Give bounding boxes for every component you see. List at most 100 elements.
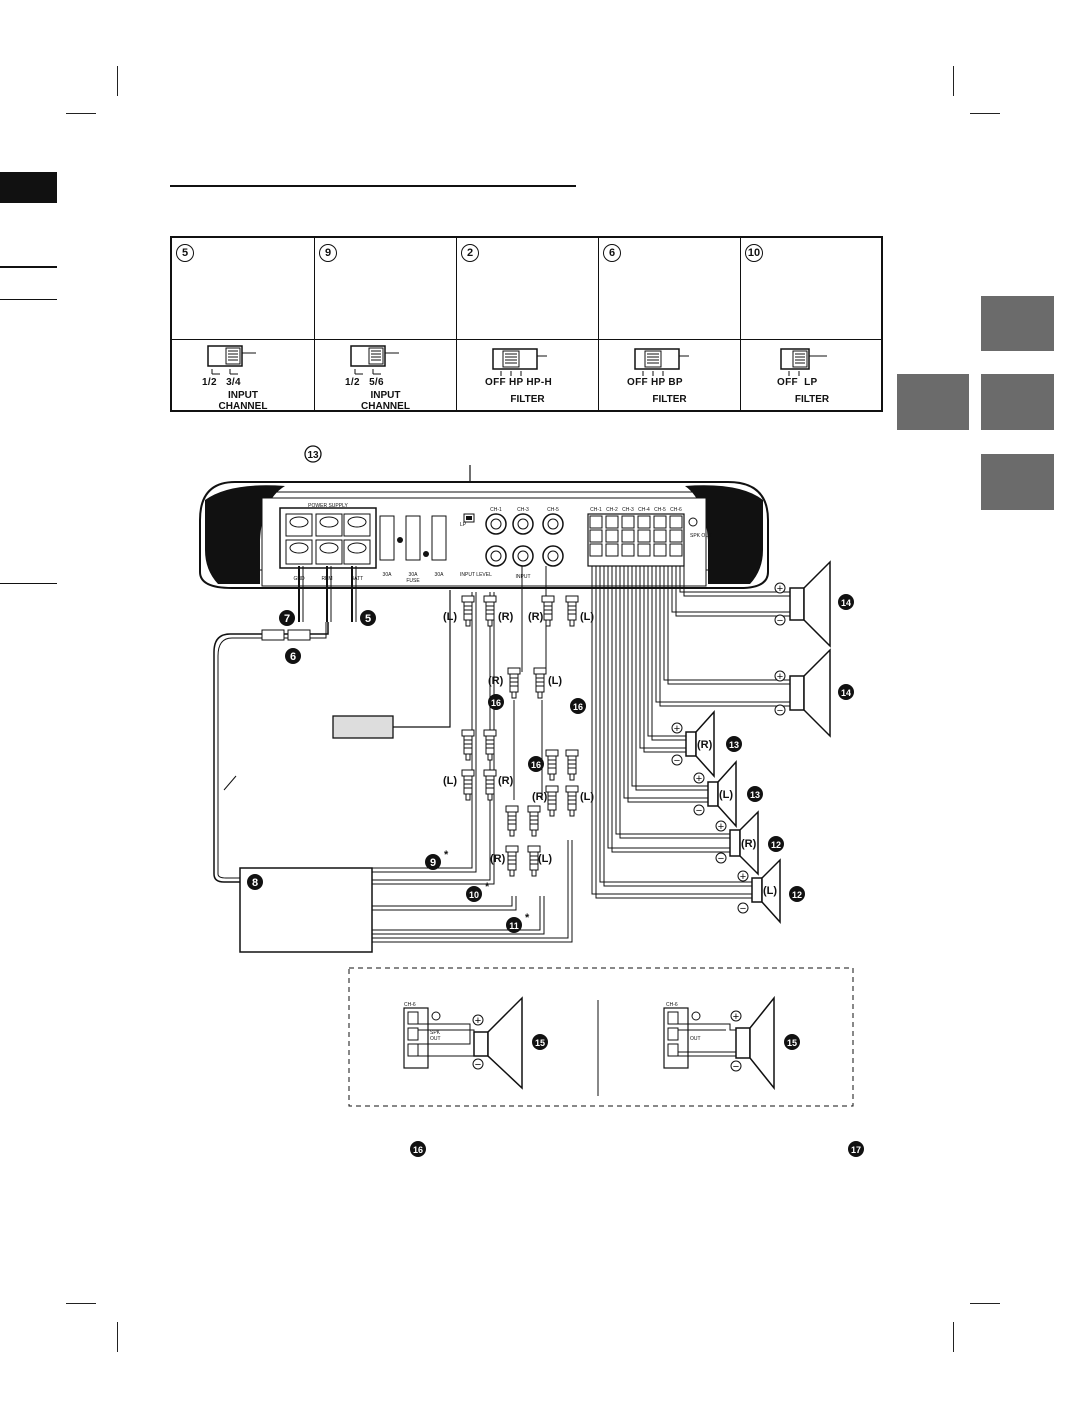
- speaker-terminal: [605, 529, 619, 543]
- svg-text:11: 11: [509, 921, 519, 931]
- svg-text:CH-4: CH-4: [638, 507, 650, 513]
- svg-text:(R): (R): [532, 791, 548, 803]
- crop-mark: [953, 1322, 954, 1352]
- switch-label: INPUT: [228, 390, 258, 401]
- speaker-terminal: [621, 543, 635, 557]
- svg-text:14: 14: [841, 598, 851, 608]
- svg-text:−: −: [733, 1061, 739, 1073]
- svg-text:CH-1: CH-1: [590, 507, 602, 513]
- speaker-terminal: [637, 543, 651, 557]
- svg-text:(R): (R): [490, 853, 506, 865]
- svg-text:15: 15: [535, 1038, 545, 1048]
- speaker-terminal: [621, 529, 635, 543]
- svg-text:(L): (L): [580, 611, 594, 623]
- svg-text:(R): (R): [488, 675, 504, 687]
- rca-labels: (L) (R) (R) (L) (R) (L) (L) (R) (R) (L) …: [443, 611, 594, 865]
- svg-text:(R): (R): [741, 838, 757, 850]
- switch-options: 1/2 5/6: [345, 377, 384, 388]
- svg-text:(L): (L): [719, 789, 733, 801]
- speaker-terminal: [669, 515, 683, 529]
- speaker-mid-l: (L): [707, 760, 737, 828]
- polarity-marks: + − + − + − + − + − + −: [671, 582, 786, 915]
- svg-text:CH-5: CH-5: [654, 507, 666, 513]
- crop-mark: [970, 1303, 1000, 1304]
- svg-text:(L): (L): [763, 885, 777, 897]
- svg-text:(R): (R): [697, 739, 713, 751]
- heading-underline: [170, 185, 576, 187]
- svg-text:CH-3: CH-3: [622, 507, 634, 513]
- svg-text:13: 13: [307, 450, 319, 461]
- switch-label: INPUT: [370, 390, 401, 401]
- svg-text:CH-6: CH-6: [404, 1002, 416, 1008]
- svg-text:CH-3: CH-3: [517, 507, 529, 513]
- section-tab: [981, 454, 1054, 510]
- section-tab: [981, 296, 1054, 351]
- speaker-woofer-1: [789, 560, 831, 648]
- crop-mark: [970, 113, 1000, 114]
- svg-text:15: 15: [787, 1038, 797, 1048]
- callouts: 7 5 6 8 9 * 10 * 11 * 16 16 16 14 14 13 …: [247, 594, 854, 933]
- crop-mark: [953, 66, 954, 96]
- svg-text:(R): (R): [528, 611, 544, 623]
- svg-text:5: 5: [365, 613, 371, 625]
- svg-text:16: 16: [413, 1145, 423, 1155]
- svg-text:OUT: OUT: [430, 1036, 441, 1042]
- speaker-terminal: [669, 529, 683, 543]
- section-tab: [981, 374, 1054, 430]
- switch-label: CHANNEL: [218, 401, 268, 412]
- svg-text:+: +: [718, 821, 724, 833]
- svg-text:13: 13: [729, 740, 739, 750]
- slide-switch-icon: [492, 348, 547, 376]
- svg-text:30A: 30A: [383, 572, 393, 578]
- rca-plugs: [461, 595, 579, 877]
- svg-text:+: +: [777, 583, 783, 595]
- svg-text:17: 17: [851, 1145, 861, 1155]
- svg-text:FUSE: FUSE: [406, 578, 420, 584]
- svg-text:16: 16: [531, 760, 541, 770]
- slide-switch-icon: [207, 345, 256, 375]
- svg-text:13: 13: [750, 790, 760, 800]
- left-rule: [0, 299, 57, 300]
- switch-label: FILTER: [510, 394, 545, 405]
- switch-options: OFF HP HP-H: [485, 377, 553, 388]
- svg-text:8: 8: [252, 877, 258, 889]
- speaker-tweeter-l: (L): [751, 858, 781, 924]
- svg-text:−: −: [777, 615, 783, 627]
- speaker-terminal: [621, 515, 635, 529]
- language-tab-black: [0, 172, 57, 203]
- svg-text:OUT: OUT: [690, 1036, 701, 1042]
- svg-text:16: 16: [573, 702, 583, 712]
- svg-text:−: −: [740, 903, 746, 915]
- svg-text:(L): (L): [443, 775, 457, 787]
- speaker-terminal: [605, 515, 619, 529]
- ref-number: 2: [461, 244, 479, 262]
- switch-cell: 9 1/2 5/6 INPUT CHANNEL: [315, 238, 457, 412]
- speaker-terminal: [605, 543, 619, 557]
- switch-options: 1/2 3/4: [202, 377, 241, 388]
- footer-refs: 16 17: [410, 1141, 864, 1157]
- svg-text:(R): (R): [498, 775, 514, 787]
- svg-text:14: 14: [841, 688, 851, 698]
- switch-cell: 6 OFF HP BP FILTER: [599, 238, 741, 410]
- svg-text:LP: LP: [460, 522, 467, 528]
- section-tab: [897, 374, 969, 430]
- svg-text:10: 10: [469, 890, 479, 900]
- svg-text:CH-2: CH-2: [606, 507, 618, 513]
- svg-text:POWER SUPPLY: POWER SUPPLY: [308, 503, 348, 509]
- speaker-terminal: [589, 515, 603, 529]
- speaker-mid-r: (R): [685, 710, 715, 778]
- svg-text:−: −: [475, 1059, 481, 1071]
- ref-number: 9: [319, 244, 337, 262]
- speaker-terminal: [653, 515, 667, 529]
- remote-module: [332, 590, 451, 739]
- ref-number: 10: [745, 244, 763, 262]
- svg-text:+: +: [674, 723, 680, 735]
- svg-text:CH-6: CH-6: [670, 507, 682, 513]
- svg-text:−: −: [718, 853, 724, 865]
- speaker-wires: [591, 566, 790, 899]
- svg-text:+: +: [696, 773, 702, 785]
- left-rule: [0, 266, 57, 268]
- speaker-terminal: [637, 515, 651, 529]
